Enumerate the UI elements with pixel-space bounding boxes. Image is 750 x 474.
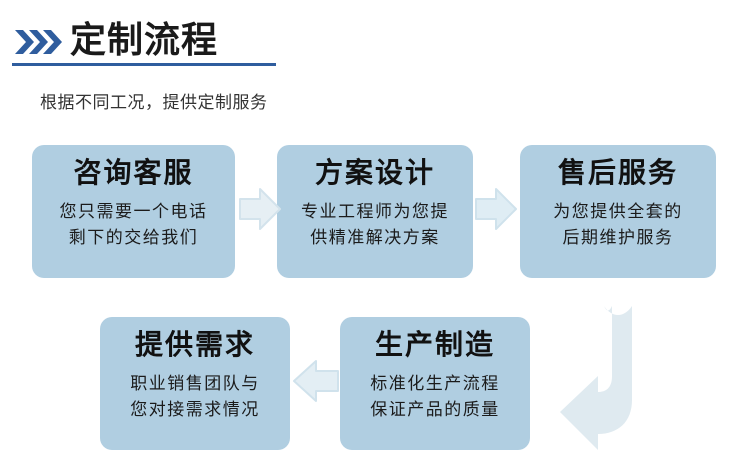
flow-step-card-3[interactable]: 售后服务 为您提供全套的 后期维护服务 <box>520 145 716 278</box>
flow-step-body: 为您提供全套的 后期维护服务 <box>520 199 716 252</box>
flow-step-title: 咨询客服 <box>73 157 194 188</box>
flow-step-body: 职业销售团队与 您对接需求情况 <box>100 371 290 424</box>
triple-chevron-right-icon <box>14 28 66 56</box>
flow-step-card-1[interactable]: 咨询客服 您只需要一个电话 剩下的交给我们 <box>32 145 235 278</box>
flow-step-line: 标准化生产流程 <box>370 374 500 393</box>
flow-step-line: 供精准解决方案 <box>310 228 440 248</box>
flow-step-title: 售后服务 <box>557 157 678 188</box>
flow-step-line: 您只需要一个电话 <box>59 202 208 221</box>
section-header: 定制流程 <box>12 14 312 70</box>
flow-step-line: 专业工程师为您提 <box>301 202 449 221</box>
flow-step-card-2[interactable]: 方案设计 专业工程师为您提 供精准解决方案 <box>277 145 473 278</box>
flow-step-title: 方案设计 <box>314 157 435 188</box>
flow-step-card-5[interactable]: 生产制造 标准化生产流程 保证产品的质量 <box>340 317 530 450</box>
flow-step-body: 专业工程师为您提 供精准解决方案 <box>277 199 473 252</box>
arrow-uturn-down-left-icon <box>556 288 666 468</box>
flow-step-title: 生产制造 <box>374 329 495 360</box>
flow-step-body: 标准化生产流程 保证产品的质量 <box>340 371 530 424</box>
flow-step-line: 剩下的交给我们 <box>68 228 199 248</box>
flow-step-title: 提供需求 <box>134 329 255 360</box>
flow-step-body: 您只需要一个电话 剩下的交给我们 <box>32 199 235 252</box>
arrow-right-icon <box>238 186 282 232</box>
flow-step-line: 为您提供全套的 <box>553 202 683 221</box>
flow-step-line: 职业销售团队与 <box>130 374 260 393</box>
flow-step-card-4[interactable]: 提供需求 职业销售团队与 您对接需求情况 <box>100 317 290 450</box>
flow-step-line: 保证产品的质量 <box>370 400 500 420</box>
arrow-left-icon <box>292 357 340 405</box>
page-subtitle: 根据不同工况，提供定制服务 <box>40 93 268 112</box>
arrow-right-icon <box>474 186 518 232</box>
flow-step-line: 后期维护服务 <box>562 228 674 248</box>
page-title: 定制流程 <box>70 19 219 60</box>
title-underline <box>12 63 276 66</box>
flow-step-line: 您对接需求情况 <box>130 400 260 420</box>
